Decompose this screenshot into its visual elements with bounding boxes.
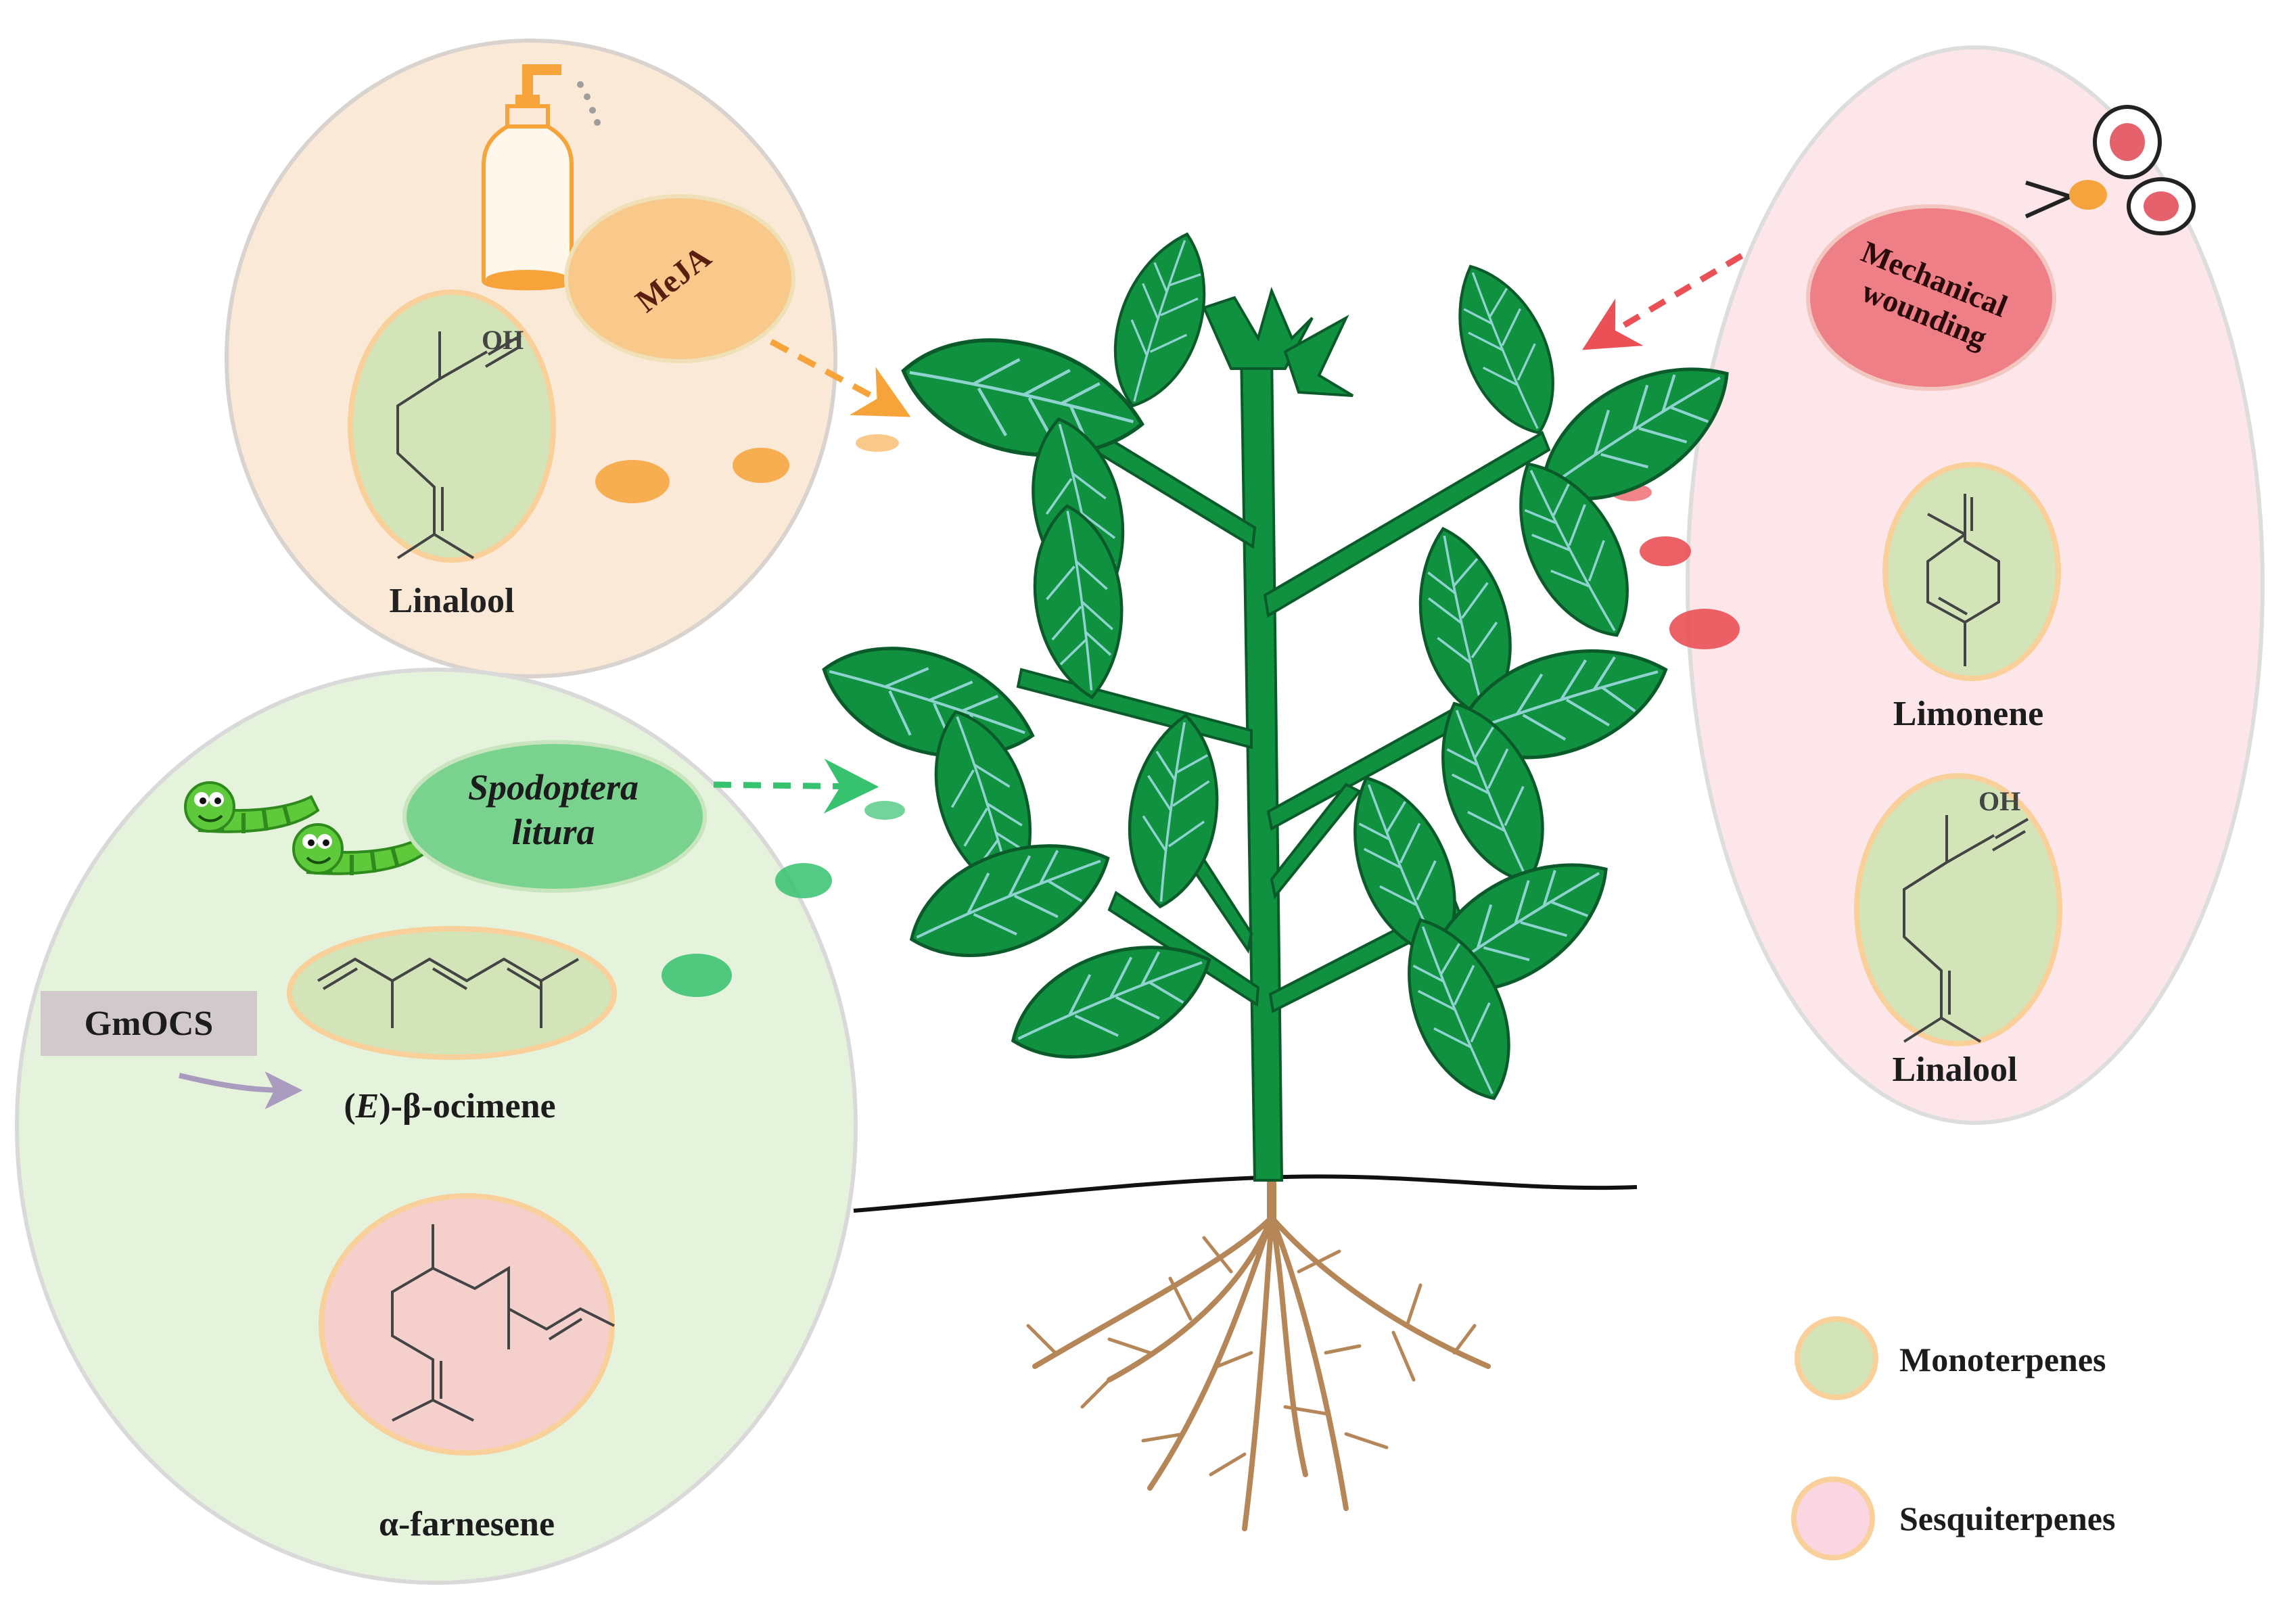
farnesene-structure bbox=[391, 1224, 615, 1422]
spodoptera-label-line1: Spodoptera bbox=[468, 767, 639, 808]
meja-compound-label: Linalool bbox=[390, 582, 515, 620]
spodoptera-treatment-oval bbox=[402, 740, 707, 893]
gmocs-arrow bbox=[179, 1071, 303, 1109]
legend-item-sesquiterpenes: Sesquiterpenes bbox=[1791, 1477, 2115, 1560]
meja-arrow bbox=[769, 339, 911, 417]
meja-droplet bbox=[733, 448, 789, 483]
spray-bottle-icon bbox=[482, 64, 601, 291]
farnesene-structure-chip bbox=[319, 1193, 615, 1456]
wound-droplet bbox=[1669, 609, 1740, 649]
scissors-icon bbox=[2024, 105, 2196, 235]
limonene-label: Limonene bbox=[1893, 695, 2043, 733]
insect-panel: Spodoptera litura GmOCS (E)-β-ocimene α-… bbox=[15, 668, 905, 1585]
caterpillar-icon bbox=[292, 823, 428, 875]
spodoptera-label-line2: litura bbox=[511, 812, 595, 852]
limonene-structure bbox=[1926, 494, 2000, 666]
insect-droplet bbox=[662, 954, 732, 997]
wound-arrow bbox=[1582, 253, 1744, 350]
legend-swatch-monoterpenes bbox=[1795, 1316, 1878, 1400]
insect-arrow bbox=[713, 758, 879, 814]
insect-droplet bbox=[864, 801, 905, 820]
apex-bud bbox=[1202, 287, 1354, 397]
legend: Monoterpenes Sesquiterpenes bbox=[1791, 1316, 2115, 1560]
meja-panel: MeJA OH Linalool bbox=[225, 39, 911, 678]
insect-droplet bbox=[775, 863, 832, 898]
wound-linalool-structure bbox=[1903, 815, 2029, 1043]
ocimene-label: (E)-β-ocimene bbox=[344, 1087, 555, 1126]
insect-panel-bg bbox=[15, 668, 858, 1585]
wound-compound-2-label: Linalool bbox=[1893, 1050, 2018, 1089]
roots bbox=[1026, 1172, 1491, 1531]
leaf bbox=[1437, 251, 1574, 447]
wound-linalool-structure-chip bbox=[1854, 773, 2062, 1046]
caterpillar-icon bbox=[184, 781, 320, 833]
limonene-structure-chip bbox=[1882, 462, 2061, 681]
soybean-plant bbox=[809, 222, 1754, 1531]
legend-swatch-sesquiterpenes bbox=[1791, 1477, 1875, 1560]
wound-droplet bbox=[1640, 536, 1691, 566]
linalool-structure bbox=[396, 331, 522, 559]
legend-label-sesquiterpenes: Sesquiterpenes bbox=[1899, 1500, 2115, 1537]
ocimene-structure bbox=[317, 957, 580, 1028]
ocimene-prefix: ( bbox=[344, 1087, 355, 1126]
ocimene-suffix: )-β-ocimene bbox=[379, 1087, 555, 1126]
meja-droplet bbox=[595, 460, 670, 503]
gmocs-gene-box bbox=[41, 991, 257, 1056]
wound-panel: Mechanical wounding Limonene OH Linalool bbox=[1582, 45, 2265, 1125]
meja-treatment-oval bbox=[564, 194, 795, 363]
linalool-structure-chip bbox=[348, 289, 556, 563]
meja-droplet bbox=[856, 434, 899, 452]
ground-line bbox=[853, 1174, 1638, 1213]
gmocs-label: GmOCS bbox=[85, 1004, 214, 1043]
farnesene-label: α-farnesene bbox=[379, 1505, 555, 1544]
ocimene-structure-chip bbox=[287, 926, 617, 1060]
legend-item-monoterpenes: Monoterpenes bbox=[1795, 1316, 2106, 1400]
ocimene-italic: E bbox=[355, 1087, 379, 1126]
wound-linalool-oh-label: OH bbox=[1978, 786, 2020, 816]
wound-treatment-oval bbox=[1806, 204, 2056, 391]
linalool-oh-label: OH bbox=[482, 325, 524, 355]
legend-label-monoterpenes: Monoterpenes bbox=[1899, 1341, 2106, 1378]
